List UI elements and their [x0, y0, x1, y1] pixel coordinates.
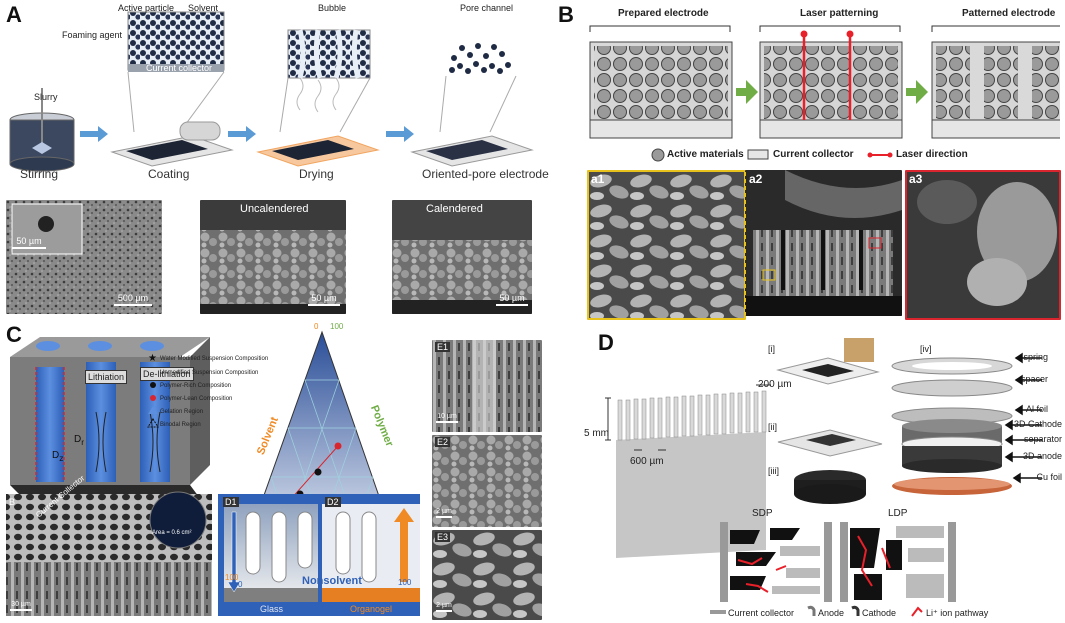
label-dr: Dr [74, 434, 85, 447]
scale-c-e1: 10 µm [436, 413, 458, 423]
stack-3d-anode: 3D anode [1022, 451, 1062, 461]
scale-a-uncalendered: 50 µm [308, 293, 340, 306]
ternary-axis-nonsolvent: Nonsolvent [302, 575, 362, 587]
label-a2: a2 [749, 172, 763, 186]
scale-c-b: 30 µm [10, 601, 32, 611]
panel-c-graphics: ★ ★ ★ ★ [6, 330, 420, 616]
scale-c-e2: 2 µm [436, 508, 452, 518]
label-e1: E1 [435, 342, 451, 352]
stage-prepared: Prepared electrode [618, 8, 709, 19]
label-current-collector-a: Current collector [146, 63, 213, 73]
ternary-legend-3: Polymer-Lean Composition [160, 396, 233, 402]
label-solvent: Solvent [188, 3, 219, 13]
svg-text:★: ★ [148, 353, 157, 364]
legend-d-cathode: Cathode [862, 608, 897, 618]
ternary-legend-4: Gelation Region [160, 409, 204, 415]
stage-patterned: Patterned electrode [962, 8, 1056, 19]
panel-label-d: D [598, 330, 614, 355]
panel-d-graphics [605, 338, 1042, 617]
sem-b-a1 [587, 170, 746, 320]
ternary-tick-left-0: 0 [238, 580, 243, 589]
label-glass: Glass [260, 604, 284, 614]
scale-a-surface: 500 µm [114, 293, 152, 306]
ternary-tick-right-100: 100 [398, 578, 412, 587]
label-d1: D1 [223, 497, 239, 507]
dim-200um: 200 µm [758, 379, 792, 390]
panel-label-b: B [558, 2, 574, 27]
legend-d-li-ion: Li⁺ ion pathway [926, 608, 989, 618]
label-c-b: B [9, 497, 16, 507]
panel-label-a: A [6, 2, 22, 27]
stack-spacer: spacer [1020, 374, 1048, 384]
sem-c-e2 [432, 435, 542, 527]
ternary-legend-0: Water Modified Suspension Composition [160, 356, 269, 362]
sem-a-calendered [392, 200, 532, 314]
dim-5mm: 5 mm [584, 428, 609, 439]
panel-a-schematic [9, 11, 534, 172]
label-uncalendered: Uncalendered [240, 203, 309, 215]
label-dz: Dz [52, 450, 64, 463]
label-a3: a3 [909, 172, 923, 186]
label-active-particle: Active particle [118, 3, 175, 13]
panel-label-c: C [6, 322, 22, 347]
roman-i: [i] [768, 344, 776, 354]
ternary-legend-5: Binodal Region [160, 422, 201, 428]
label-lithiation: Lithiation [85, 370, 128, 384]
label-calendered: Calendered [426, 203, 483, 215]
dim-600um: 600 µm [630, 456, 664, 467]
stack-3d-cathode: 3D Cathode [1013, 419, 1062, 429]
label-slurry: Slurry [34, 92, 58, 102]
ternary-legend-1: Unmodified Suspension Composition [160, 370, 259, 376]
label-e3: E3 [435, 532, 451, 542]
ternary-tick-top-100: 100 [330, 322, 344, 331]
step-drying: Drying [299, 167, 334, 181]
stack-cu-foil: Cu foil [1036, 472, 1062, 482]
roman-ii: [ii] [768, 422, 777, 432]
legend-d-current-collector: Current collector [728, 608, 795, 618]
panel-b-schematic [589, 25, 1060, 162]
ternary-tick-left-100: 100 [225, 573, 239, 582]
label-a1: a1 [591, 172, 605, 186]
legend-active-materials: Active materials [667, 149, 744, 160]
label-e2: E2 [435, 437, 451, 447]
scale-c-e3: 2 µm [436, 602, 452, 612]
ternary-tick-top-0: 0 [314, 322, 319, 331]
roman-iii: [iii] [768, 466, 779, 476]
legend-current-collector: Current collector [773, 149, 854, 160]
scale-a-inset: 50 µm [12, 236, 46, 249]
roman-iv: [iv] [920, 344, 932, 354]
sem-b-a3 [905, 170, 1061, 320]
legend-laser-direction: Laser direction [896, 149, 968, 160]
label-pore-channel: Pore channel [460, 3, 514, 13]
label-sdp: SDP [752, 508, 773, 519]
scale-a-calendered: 50 µm [496, 293, 528, 306]
ternary-legend-2: Polymer-Rich Composition [160, 383, 232, 389]
label-organogel: Organogel [350, 604, 393, 614]
stack-separator: separator [1023, 434, 1062, 444]
label-ldp: LDP [888, 508, 908, 519]
sem-a-surface [6, 200, 162, 314]
label-delithiation: De-lithiation [140, 367, 194, 381]
sem-a-uncalendered [200, 200, 346, 314]
label-area: Area = 0.6 cm² [152, 530, 192, 536]
step-coating: Coating [148, 167, 190, 181]
label-foaming-agent: Foaming agent [62, 30, 123, 40]
sem-c-e3 [432, 530, 542, 620]
sem-b-a2 [745, 170, 902, 316]
label-d2: D2 [325, 497, 341, 507]
sem-c-e1 [432, 340, 542, 432]
step-oriented-pore: Oriented-pore electrode [422, 167, 549, 181]
stack-spring: spring [1023, 352, 1048, 362]
label-bubble: Bubble [318, 3, 347, 13]
step-stirring: Stirring [20, 167, 59, 181]
label-nonsolvent-arrow: NONSOLVENT [245, 517, 252, 559]
legend-d-anode: Anode [818, 608, 845, 618]
stack-al-foil: Al foil [1025, 404, 1048, 414]
stage-laser: Laser patterning [800, 8, 879, 19]
